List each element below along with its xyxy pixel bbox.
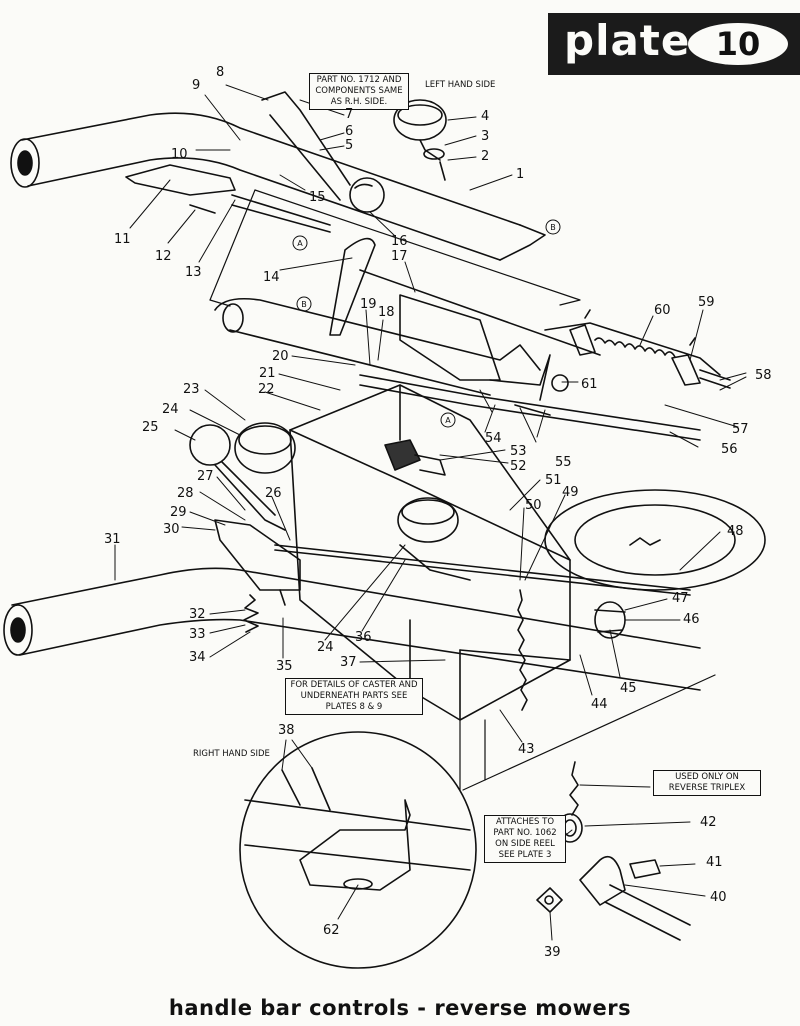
part-label-23: 23 [183,382,200,397]
spring-assembly [544,309,731,389]
part-label-52: 52 [510,459,527,474]
part-label-37: 37 [340,655,357,670]
part-label-56: 56 [721,442,738,457]
part-label-7: 7 [345,107,354,122]
part-label-44: 44 [591,697,608,712]
part-label-59: 59 [698,295,715,310]
part-label-3: 3 [481,129,490,144]
part-label-16: 16 [391,234,408,249]
part-label-48: 48 [727,524,744,539]
lever-assembly-left [125,164,331,233]
part-label-28: 28 [177,486,194,501]
middle-lever-rail [214,237,601,396]
note-caster-details: FOR DETAILS OF CASTER AND UNDERNEATH PAR… [285,678,423,715]
control-housing [289,384,571,721]
callout-b-lower: B [301,300,307,309]
callout-circles [292,219,561,428]
part-label-18: 18 [378,305,395,320]
long-control-rod [274,544,691,596]
part-label-15: 15 [309,190,326,205]
reel-disk [544,489,766,591]
part-label-42: 42 [700,815,717,830]
plate-caption: handle bar controls - reverse mowers [168,996,632,1020]
part-label-26: 26 [265,486,282,501]
part-label-2: 2 [481,149,490,164]
right-hand-side-label: RIGHT HAND SIDE [193,749,270,759]
chain [517,589,528,711]
part-label-61: 61 [581,377,598,392]
part-label-43: 43 [518,742,535,757]
part-label-46: 46 [683,612,700,627]
detail-callout-lines [459,674,716,791]
note-attaches-to: ATTACHES TO PART NO. 1062 ON SIDE REEL S… [484,815,566,863]
part-label-32: 32 [189,607,206,622]
part-label-6: 6 [345,124,354,139]
right-handle-bar [3,519,701,691]
part-label-4: 4 [481,109,490,124]
part-label-22: 22 [258,382,275,397]
left-handle-bar [10,112,546,261]
leader-lines [114,84,747,941]
callout-b-upper: B [550,223,556,232]
part-label-51: 51 [545,473,562,488]
callout-letters: A B B A [297,223,555,425]
rod-arm [359,354,701,441]
part-label-60: 60 [654,303,671,318]
right-side-detail [239,731,477,969]
part-label-24: 24 [162,402,179,417]
part-label-35: 35 [276,659,293,674]
part-label-20: 20 [272,349,289,364]
part-label-1: 1 [516,167,525,182]
part-label-12: 12 [155,249,172,264]
part-label-53: 53 [510,444,527,459]
part-label-58: 58 [755,368,772,383]
bracket-outline [209,189,581,307]
part-label-50: 50 [525,498,542,513]
part-label-17: 17 [391,249,408,264]
part-label-47: 47 [672,591,689,606]
part-label-27: 27 [197,469,214,484]
part-label-33: 33 [189,627,206,642]
part-label-36: 36 [355,630,372,645]
part-label-21: 21 [259,366,276,381]
part-label-30: 30 [163,522,180,537]
part-label-40: 40 [710,890,727,905]
note-part-1712: PART NO. 1712 AND COMPONENTS SAME AS R.H… [309,73,409,110]
note-reverse-triplex: USED ONLY ON REVERSE TRIPLEX [653,770,761,796]
callout-a-upper: A [297,239,303,248]
part-label-9: 9 [192,78,201,93]
part-label-57: 57 [732,422,749,437]
part-label-25: 25 [142,420,159,435]
part-label-41: 41 [706,855,723,870]
plate-word: plate [564,16,691,65]
part-label-13: 13 [185,265,202,280]
part-label-19: 19 [360,297,377,312]
part-label-54: 54 [485,431,502,446]
control-knobs [189,422,296,531]
knob-lever-8 [261,91,385,213]
part-label-31: 31 [104,532,121,547]
callout-a-lower: A [445,416,451,425]
part-label-62: 62 [323,923,340,938]
part-label-29: 29 [170,505,187,520]
housing-knob [397,497,471,581]
left-hand-knob [393,99,447,181]
plate-number-oval: 10 [688,23,788,65]
part-label-5: 5 [345,138,354,153]
plate-header: plate 10 [548,13,800,75]
part-label-39: 39 [544,945,561,960]
part-label-8: 8 [216,65,225,80]
part-label-55: 55 [555,455,572,470]
left-hand-side-label: LEFT HAND SIDE [425,80,496,90]
plate-number: 10 [715,25,761,63]
part-label-34: 34 [189,650,206,665]
part-label-24b: 24 [317,640,334,655]
part-label-14: 14 [263,270,280,285]
part-label-38: 38 [278,723,295,738]
part-label-10: 10 [171,147,188,162]
part-label-49: 49 [562,485,579,500]
part-label-45: 45 [620,681,637,696]
part-label-11: 11 [114,232,131,247]
